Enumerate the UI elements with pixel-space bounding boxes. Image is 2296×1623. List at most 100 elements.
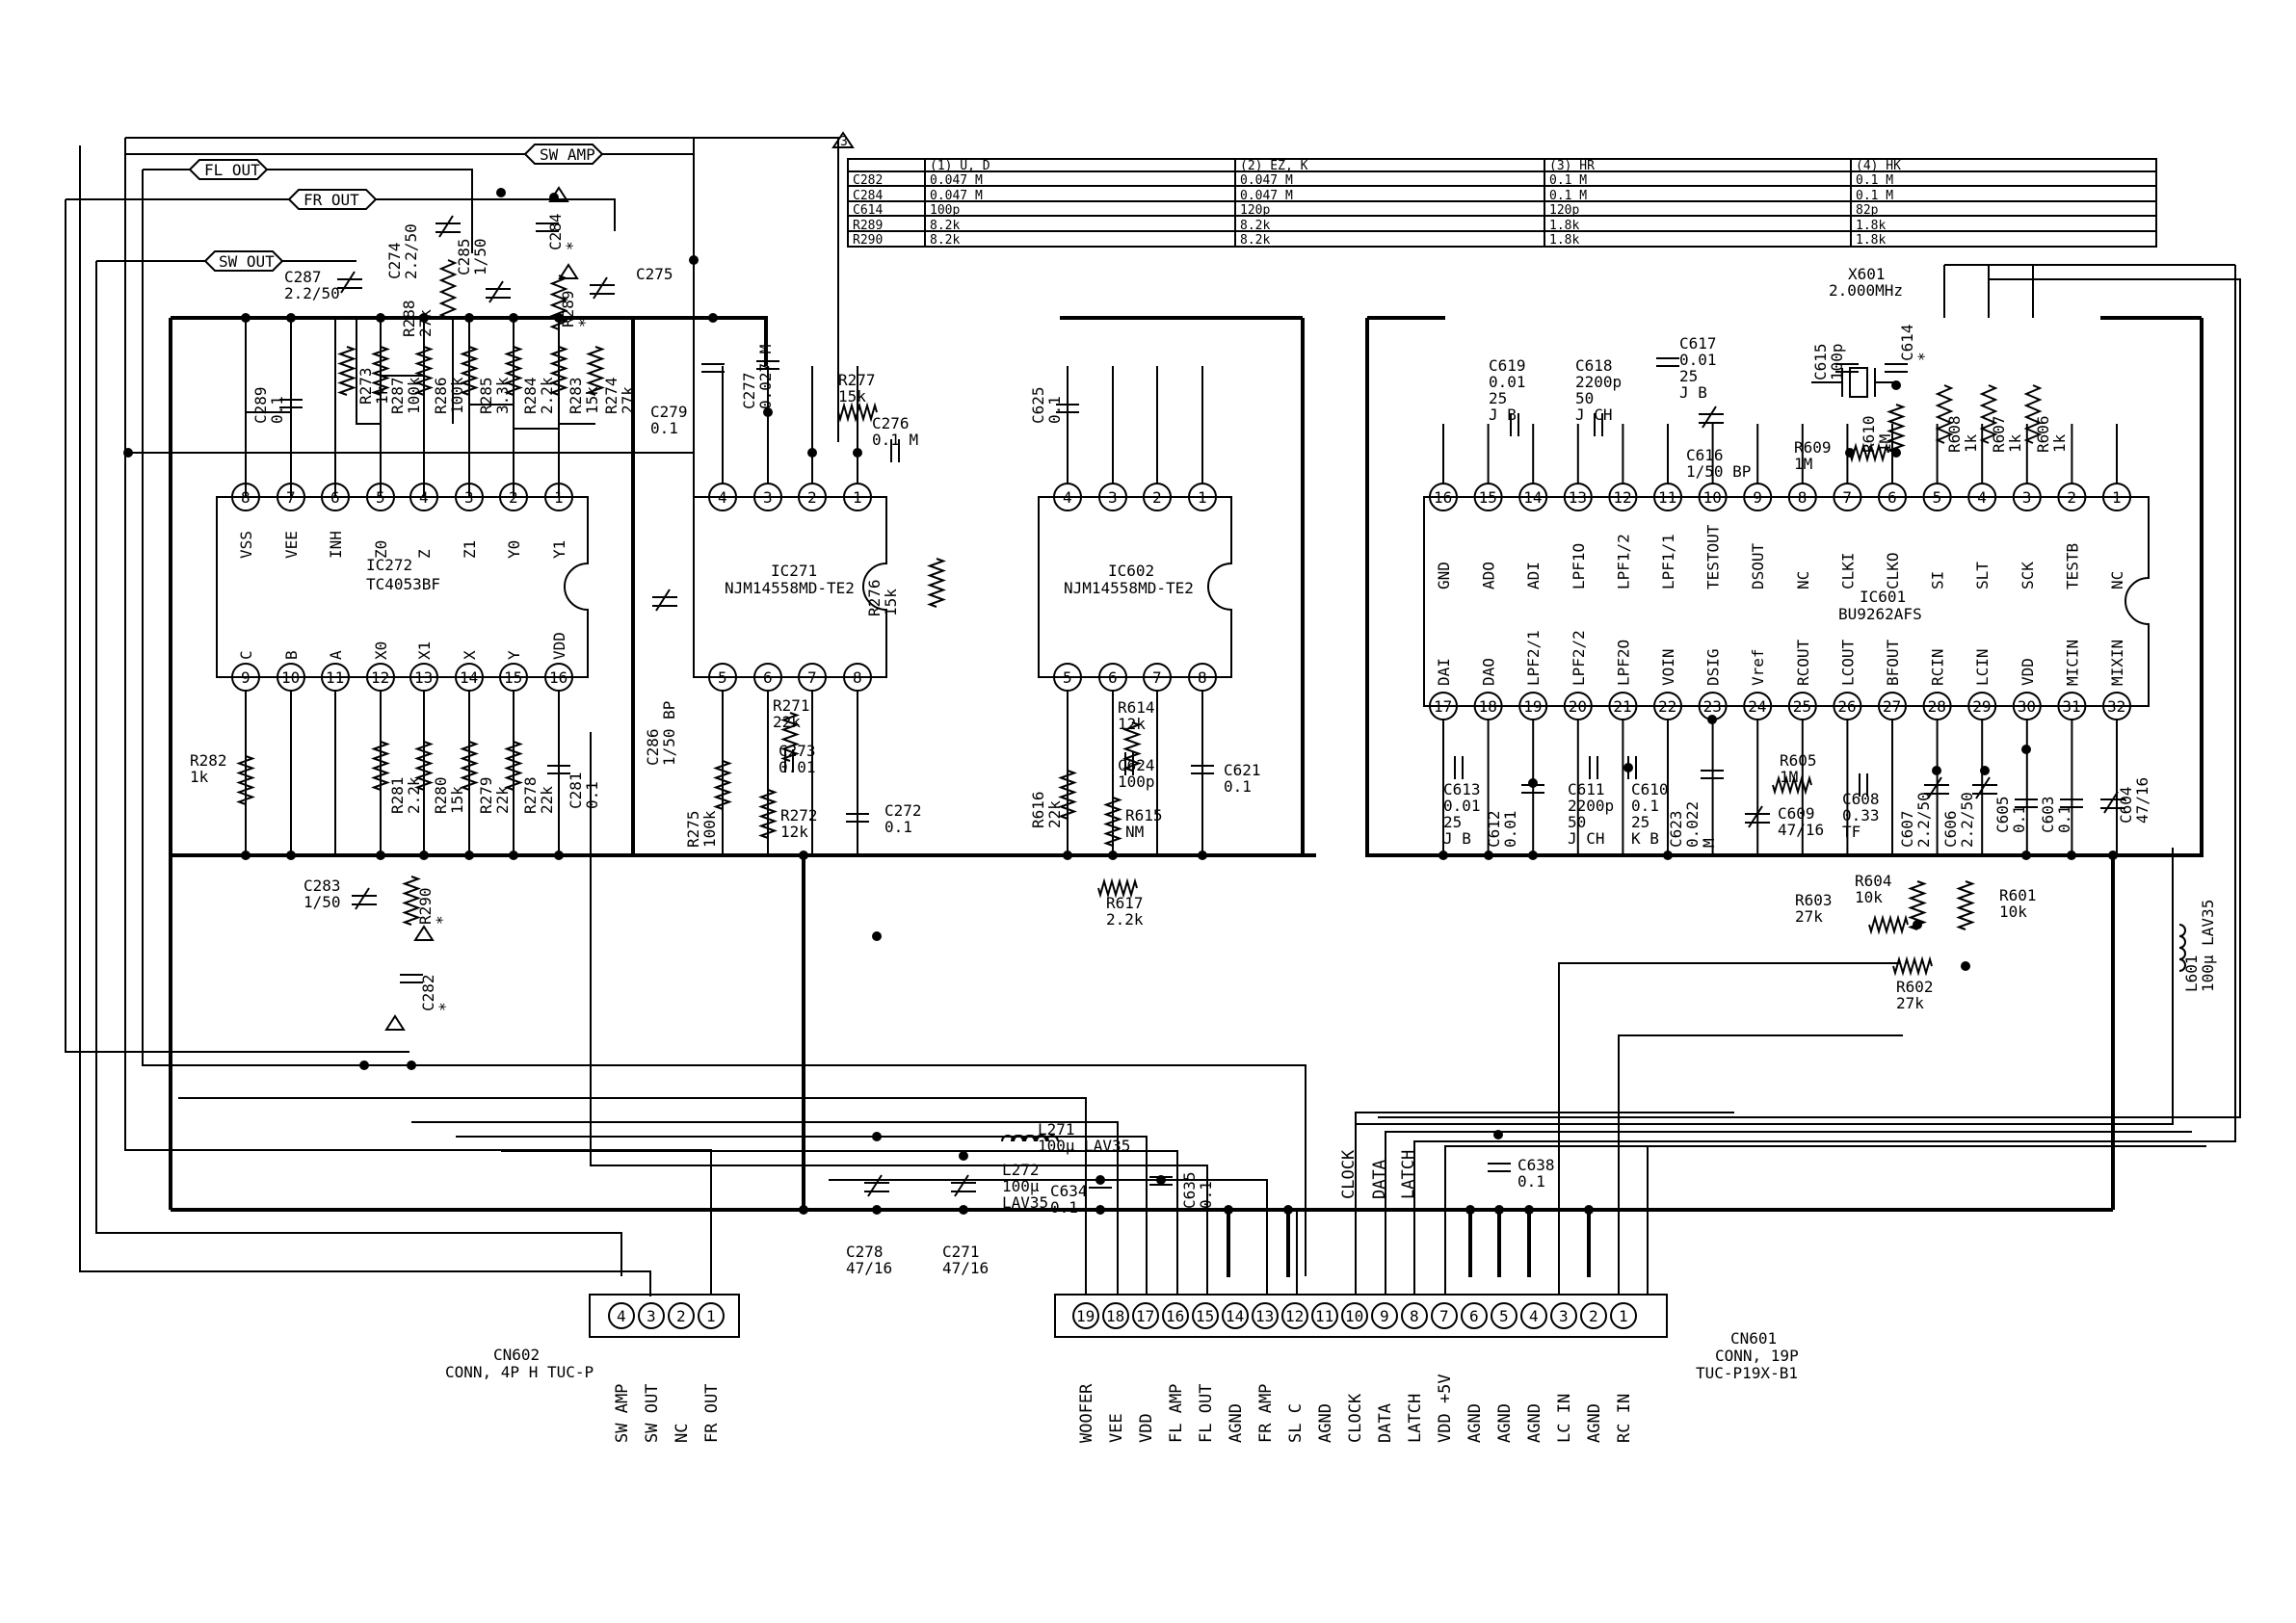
pin-number: 12 — [1613, 488, 1631, 507]
junction-dot — [376, 851, 385, 860]
r283-val-label: 15k — [583, 386, 601, 414]
junction-dot — [359, 1060, 369, 1070]
c607-ref-label: C607 — [1898, 810, 1916, 848]
junction-dot — [2021, 851, 2031, 860]
capacitor-symbol — [1835, 363, 1859, 373]
pin-number: 6 — [1469, 1307, 1479, 1325]
pin-number: 3 — [1108, 488, 1118, 507]
c277-val-label: 0.027 M — [756, 345, 775, 409]
pin-number: 2 — [2067, 488, 2076, 507]
c277-ref-label: C277 — [740, 372, 758, 409]
junction-dot — [708, 313, 718, 323]
bus-labels: CLOCK DATA LATCH — [1339, 1149, 1418, 1199]
electrolytic-capacitor-symbol — [352, 887, 377, 910]
variant-table-cell: 0.1 M — [1856, 173, 1893, 188]
capacitor-symbol — [400, 974, 423, 983]
c617-v3-label: J B — [1679, 383, 1707, 402]
c283-ref-label: C283 — [303, 877, 341, 895]
c610-val-label: 0.1 — [1631, 797, 1659, 815]
net-flags: SW AMP FL OUT FR OUT SW OUT — [66, 144, 695, 501]
r602-val-label: 27k — [1896, 994, 1924, 1012]
variant-table-cell: 8.2k — [1240, 233, 1270, 248]
pin-name: LPF2/1 — [1524, 630, 1543, 686]
c611-v2-label: 50 — [1568, 813, 1586, 831]
r279-val-label: 22k — [493, 786, 512, 814]
pin-number: 4 — [1063, 488, 1072, 507]
pin-number: 31 — [2062, 697, 2080, 716]
r615-val-label: NM — [1125, 823, 1144, 841]
variant-table-header: (2) EZ, K — [1240, 159, 1308, 173]
pin-circle — [1222, 1302, 1249, 1329]
c635-val-label: 0.1 — [1197, 1181, 1215, 1209]
junction-dot — [1494, 1205, 1504, 1215]
ic272-bot-pin-11: 11A — [321, 650, 350, 692]
r606-val-label: 1k — [2050, 433, 2069, 453]
pin-name: VDD — [1137, 1413, 1156, 1443]
c608-ref-label: C608 — [1842, 790, 1880, 808]
junction-dot — [1108, 851, 1118, 860]
cn602-ref: CN602 — [493, 1346, 540, 1364]
r282-ref-label: R282 — [190, 751, 227, 770]
c610-ref-label: C610 — [1631, 780, 1669, 798]
r271-ref-label: R271 — [773, 696, 810, 715]
pin-number: 7 — [1439, 1307, 1449, 1325]
pin-name: CLKI — [1838, 552, 1857, 589]
electrolytic-capacitor-symbol — [337, 271, 362, 294]
capacitor-symbol — [784, 749, 794, 772]
pin-circle — [1162, 1302, 1189, 1329]
pin-number: 11 — [1315, 1307, 1333, 1325]
junction-dot — [959, 1205, 968, 1215]
pin-name: TESTOUT — [1704, 524, 1723, 589]
ic271-part: NJM14558MD-TE2 — [725, 579, 855, 597]
pin-number: 9 — [1753, 488, 1762, 507]
resistor-symbol — [549, 275, 568, 330]
pin-name: VDD — [550, 632, 568, 660]
variant-table-cell: 8.2k — [1240, 219, 1270, 233]
junction-dot — [1707, 715, 1717, 724]
l271-val-label: 100µ LAV35 — [1038, 1137, 1130, 1155]
c281-ref-label: C281 — [567, 772, 585, 809]
pin-number: 3 — [763, 488, 773, 507]
junction-dots — [123, 188, 2118, 1215]
junction-dot — [1283, 1205, 1293, 1215]
pin-number: 19 — [1076, 1307, 1095, 1325]
r276-ref-label: R276 — [865, 579, 884, 616]
resistor-symbol — [586, 346, 605, 396]
pin-circle — [1341, 1302, 1368, 1329]
junction-dot — [1095, 1175, 1105, 1185]
inductor-symbol — [2178, 924, 2186, 972]
pin-number: 2 — [807, 488, 817, 507]
pin-name: VOIN — [1659, 648, 1677, 686]
c621-val-label: 0.1 — [1224, 777, 1252, 796]
r273-ref-label: R273 — [356, 367, 375, 405]
r603-ref-label: R603 — [1795, 891, 1833, 909]
c289-val-label: 0.1 — [268, 396, 286, 424]
r285-val-label: 3.3k — [493, 377, 512, 414]
l271-ref-label: L271 — [1038, 1120, 1075, 1139]
r289-val-label: * — [575, 318, 594, 327]
c616-val-label: 1/50 BP — [1686, 462, 1751, 481]
junction-dot — [853, 448, 862, 458]
